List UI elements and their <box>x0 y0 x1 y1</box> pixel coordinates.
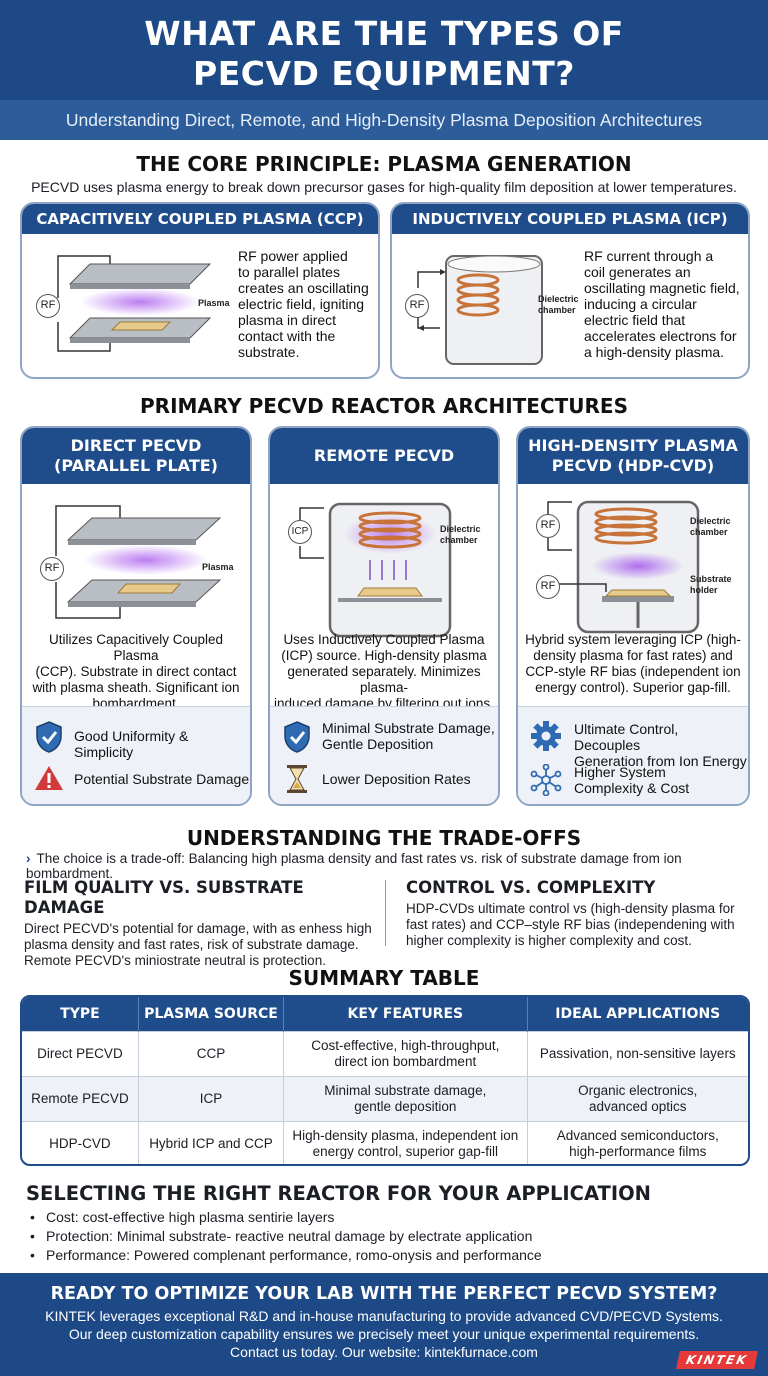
remote-pecvd-title: REMOTE PECVD <box>270 428 498 484</box>
core-desc: PECVD uses plasma energy to break down p… <box>31 179 737 195</box>
shield-check-icon <box>284 721 310 753</box>
page-subtitle: Understanding Direct, Remote, and High-D… <box>0 100 768 140</box>
core-title: THE CORE PRINCIPLE: PLASMA GENERATION <box>136 152 632 176</box>
tradeoff-left: FILM QUALITY VS. SUBSTRATE DAMAGE Direct… <box>24 878 372 968</box>
direct-pro: Good Uniformity & Simplicity <box>74 728 189 760</box>
col-source: PLASMA SOURCE <box>138 997 285 1032</box>
gear-icon <box>531 721 561 751</box>
substrate-holder-label: Substrate holder <box>690 574 732 595</box>
icp-source-icon: ICP <box>288 520 312 544</box>
divider <box>385 880 386 946</box>
ccp-title: CAPACITIVELY COUPLED PLASMA (CCP) <box>22 204 378 234</box>
direct-pecvd-card: DIRECT PECVD(PARALLEL PLATE) RF Plasma U… <box>20 426 252 806</box>
hourglass-icon <box>287 765 307 793</box>
hdp-description: Hybrid system leveraging ICP (high-densi… <box>525 632 741 695</box>
direct-description: Utilizes Capacitively Coupled Plasma(CCP… <box>32 632 240 711</box>
list-item: •Protection: Minimal substrate- reactive… <box>30 1228 533 1244</box>
icp-diagram-icon <box>417 255 543 365</box>
summary-table: TYPE PLASMA SOURCE KEY FEATURES IDEAL AP… <box>20 995 750 1166</box>
hdp-diagram-icon <box>547 500 700 634</box>
tradeoff-right: CONTROL VS. COMPLEXITY HDP-CVDs ultimate… <box>406 878 735 948</box>
remote-diagram-icon <box>299 502 452 638</box>
direct-con: Potential Substrate Damage <box>74 771 250 787</box>
tradeoffs-intro: ›The choice is a trade-off: Balancing hi… <box>26 851 682 881</box>
list-item: •Performance: Powered complenant perform… <box>30 1247 542 1263</box>
arch-title: PRIMARY PECVD REACTOR ARCHITECTURES <box>140 394 628 418</box>
dielectric-chamber-label: Dielectric chamber <box>538 294 579 315</box>
select-bullets: •Cost: cost-effective high plasma sentir… <box>30 1208 760 1265</box>
rf-source-icon: RF <box>405 294 429 318</box>
direct-diagram-icon <box>55 505 222 619</box>
kintek-logo: KINTEK <box>676 1351 758 1369</box>
rf-bias-source-icon: RF <box>536 575 560 599</box>
plasma-label: Plasma <box>198 298 230 308</box>
cta-title: READY TO OPTIMIZE YOUR LAB WITH THE PERF… <box>50 1284 718 1304</box>
remote-con: Lower Deposition Rates <box>322 771 471 787</box>
icp-title: INDUCTIVELY COUPLED PLASMA (ICP) <box>392 204 748 234</box>
rf-source-icon: RF <box>36 294 60 318</box>
direct-pecvd-title: DIRECT PECVD(PARALLEL PLATE) <box>22 428 250 484</box>
remote-description: Uses Inductively Coupled Plasma(ICP) sou… <box>274 632 494 711</box>
shield-check-icon <box>36 721 62 753</box>
ccp-diagram-icon <box>57 255 212 352</box>
summary-title: SUMMARY TABLE <box>288 966 480 990</box>
icp-card: INDUCTIVELY COUPLED PLASMA (ICP) RF Diel… <box>390 202 750 379</box>
rf-source-icon: RF <box>40 557 64 581</box>
select-title: SELECTING THE RIGHT REACTOR FOR YOUR APP… <box>26 1182 651 1205</box>
page-title: WHAT ARE THE TYPES OF PECVD EQUIPMENT? <box>0 0 768 100</box>
dielectric-chamber-label: Dielectric chamber <box>690 516 731 537</box>
col-features: KEY FEATURES <box>283 997 528 1032</box>
cta-footer: READY TO OPTIMIZE YOUR LAB WITH THE PERF… <box>0 1273 768 1376</box>
col-type: TYPE <box>22 997 139 1032</box>
network-complexity-icon <box>530 764 562 796</box>
website-link[interactable]: Contact us today. Our website: kintekfur… <box>230 1344 538 1360</box>
remote-pro: Minimal Substrate Damage,Gentle Depositi… <box>322 720 495 752</box>
warning-icon <box>35 766 63 790</box>
plasma-label: Plasma <box>202 562 234 572</box>
col-applications: IDEAL APPLICATIONS <box>527 997 748 1032</box>
remote-pecvd-card: REMOTE PECVD ICP Dielectric chamber Uses… <box>268 426 500 806</box>
list-item: •Cost: cost-effective high plasma sentir… <box>30 1209 335 1225</box>
tradeoffs-title: UNDERSTANDING THE TRADE-OFFS <box>186 826 582 850</box>
dielectric-chamber-label: Dielectric chamber <box>440 524 481 545</box>
chevron-right-icon: › <box>26 851 31 866</box>
rf-coil-source-icon: RF <box>536 514 560 538</box>
ccp-card: CAPACITIVELY COUPLED PLASMA (CCP) RF Pla… <box>20 202 380 379</box>
